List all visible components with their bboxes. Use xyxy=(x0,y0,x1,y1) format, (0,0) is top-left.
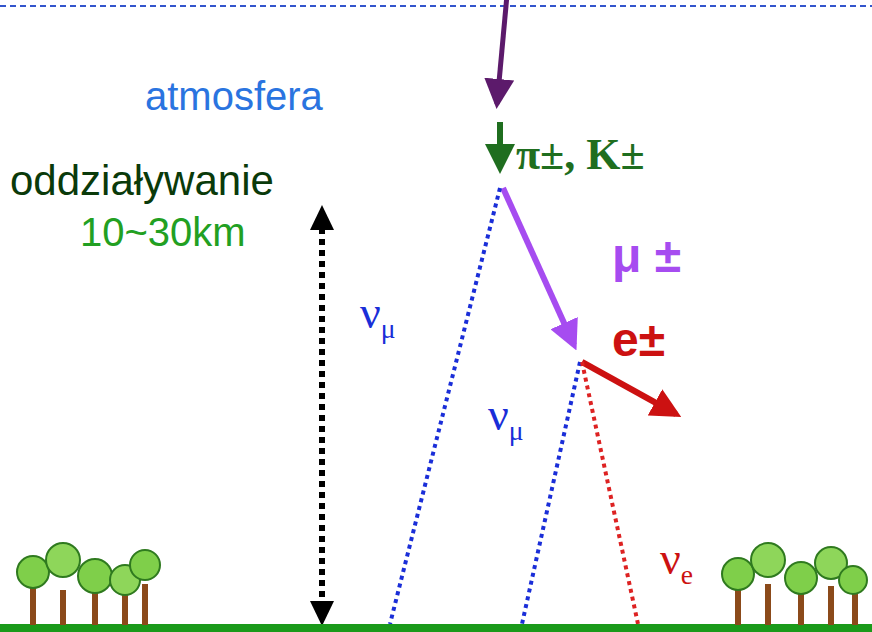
muon-arrow xyxy=(503,188,574,345)
subscript: e xyxy=(681,559,693,590)
particle-label: μ ± xyxy=(612,232,681,280)
height-dimension xyxy=(319,228,325,602)
primary-ray xyxy=(497,0,507,104)
neutrino-label: νμ xyxy=(488,392,524,438)
height-value: 10~30km xyxy=(80,212,246,252)
ground xyxy=(0,624,872,632)
electron-arrow xyxy=(582,362,676,414)
neutrino-line xyxy=(522,362,580,624)
region-label: atmosfera xyxy=(145,76,323,116)
dimension-arrowhead xyxy=(310,601,334,626)
meson-arrow xyxy=(497,122,503,168)
atmosphere-boundary xyxy=(0,5,872,7)
trees xyxy=(722,543,867,625)
subscript: μ xyxy=(381,313,396,344)
neutrino-label: νe xyxy=(660,536,693,582)
neutrino-line xyxy=(582,362,638,624)
particle-label: e± xyxy=(612,316,665,364)
dimension-arrowhead xyxy=(310,205,334,230)
neutrino-line xyxy=(390,188,500,624)
particle-label: π±, K± xyxy=(516,133,645,177)
trees xyxy=(17,543,160,625)
neutrino-label: νμ xyxy=(360,290,396,336)
subscript: μ xyxy=(509,415,524,446)
interaction-label: oddziaływanie xyxy=(10,160,274,202)
